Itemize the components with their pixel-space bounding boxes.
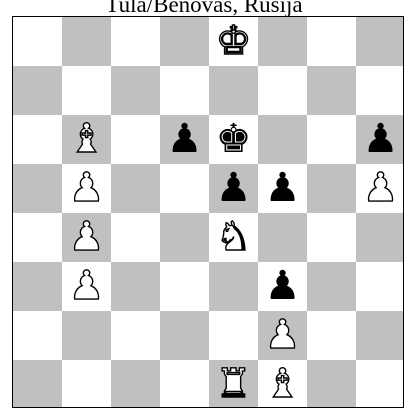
square-e8[interactable]: ♚ [209, 17, 258, 66]
square-c5[interactable] [111, 164, 160, 213]
square-g4[interactable] [307, 213, 356, 262]
square-f1[interactable]: ♝ [258, 360, 307, 408]
square-c8[interactable] [111, 17, 160, 66]
square-c4[interactable] [111, 213, 160, 262]
square-d2[interactable] [160, 311, 209, 360]
black-pawn-icon[interactable]: ♟ [167, 119, 203, 159]
square-b7[interactable] [62, 66, 111, 115]
square-a1[interactable] [13, 360, 62, 408]
square-g6[interactable] [307, 115, 356, 164]
white-king-icon[interactable]: ♚ [216, 21, 252, 61]
square-h7[interactable] [356, 66, 404, 115]
square-a4[interactable] [13, 213, 62, 262]
square-h4[interactable] [356, 213, 404, 262]
square-h5[interactable]: ♟ [356, 164, 404, 213]
square-c1[interactable] [111, 360, 160, 408]
white-bishop-icon[interactable]: ♝ [69, 119, 105, 159]
square-f6[interactable] [258, 115, 307, 164]
square-a8[interactable] [13, 17, 62, 66]
black-pawn-icon[interactable]: ♟ [265, 168, 301, 208]
square-b8[interactable] [62, 17, 111, 66]
white-pawn-icon[interactable]: ♟ [69, 168, 105, 208]
black-pawn-icon[interactable]: ♟ [216, 168, 252, 208]
square-g7[interactable] [307, 66, 356, 115]
square-h3[interactable] [356, 262, 404, 311]
square-a5[interactable] [13, 164, 62, 213]
square-e3[interactable] [209, 262, 258, 311]
square-e6[interactable]: ♚ [209, 115, 258, 164]
square-d7[interactable] [160, 66, 209, 115]
square-g5[interactable] [307, 164, 356, 213]
square-d3[interactable] [160, 262, 209, 311]
white-bishop-icon[interactable]: ♝ [265, 364, 301, 404]
square-h6[interactable]: ♟ [356, 115, 404, 164]
square-d4[interactable] [160, 213, 209, 262]
square-c6[interactable] [111, 115, 160, 164]
square-f5[interactable]: ♟ [258, 164, 307, 213]
black-pawn-icon[interactable]: ♟ [265, 266, 301, 306]
square-a3[interactable] [13, 262, 62, 311]
square-c7[interactable] [111, 66, 160, 115]
black-pawn-icon[interactable]: ♟ [363, 119, 399, 159]
square-d1[interactable] [160, 360, 209, 408]
square-c3[interactable] [111, 262, 160, 311]
square-f3[interactable]: ♟ [258, 262, 307, 311]
square-d5[interactable] [160, 164, 209, 213]
chess-board[interactable]: ♚ ♝ ♟ ♚ ♟ ♟ ♟ ♟ ♟ ♟ ♞ ♟ ♟ ♟ ♜ ♝ [12, 16, 404, 408]
square-b3[interactable]: ♟ [62, 262, 111, 311]
square-b1[interactable] [62, 360, 111, 408]
square-g1[interactable] [307, 360, 356, 408]
square-e7[interactable] [209, 66, 258, 115]
square-d8[interactable] [160, 17, 209, 66]
white-pawn-icon[interactable]: ♟ [363, 168, 399, 208]
square-d6[interactable]: ♟ [160, 115, 209, 164]
square-e4[interactable]: ♞ [209, 213, 258, 262]
white-rook-icon[interactable]: ♜ [216, 364, 252, 404]
square-h1[interactable] [356, 360, 404, 408]
square-e5[interactable]: ♟ [209, 164, 258, 213]
square-g2[interactable] [307, 311, 356, 360]
square-g3[interactable] [307, 262, 356, 311]
square-e2[interactable] [209, 311, 258, 360]
square-b6[interactable]: ♝ [62, 115, 111, 164]
square-e1[interactable]: ♜ [209, 360, 258, 408]
square-f8[interactable] [258, 17, 307, 66]
square-b5[interactable]: ♟ [62, 164, 111, 213]
black-king-icon[interactable]: ♚ [216, 119, 252, 159]
square-a2[interactable] [13, 311, 62, 360]
square-a6[interactable] [13, 115, 62, 164]
square-f7[interactable] [258, 66, 307, 115]
white-pawn-icon[interactable]: ♟ [265, 315, 301, 355]
square-f2[interactable]: ♟ [258, 311, 307, 360]
square-g8[interactable] [307, 17, 356, 66]
square-b2[interactable] [62, 311, 111, 360]
square-f4[interactable] [258, 213, 307, 262]
square-b4[interactable]: ♟ [62, 213, 111, 262]
square-h2[interactable] [356, 311, 404, 360]
white-knight-icon[interactable]: ♞ [216, 217, 252, 257]
square-c2[interactable] [111, 311, 160, 360]
white-pawn-icon[interactable]: ♟ [69, 217, 105, 257]
square-a7[interactable] [13, 66, 62, 115]
white-pawn-icon[interactable]: ♟ [69, 266, 105, 306]
square-h8[interactable] [356, 17, 404, 66]
